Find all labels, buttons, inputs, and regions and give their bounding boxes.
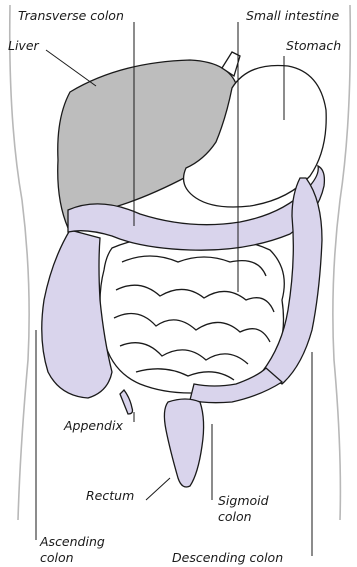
sigmoid-colon-label-line1: Sigmoid: [218, 493, 269, 508]
rectum-label: Rectum: [86, 488, 134, 503]
small-intestine: [100, 236, 284, 393]
liver-label: Liver: [8, 38, 40, 53]
descending-colon-label: Descending colon: [172, 550, 283, 565]
stomach-label: Stomach: [286, 38, 341, 53]
appendix: [120, 390, 133, 414]
rectum: [164, 399, 203, 487]
ascending-colon-label-line1: Ascending: [39, 534, 105, 549]
ascending-colon-label-line2: colon: [40, 550, 74, 565]
sigmoid-colon-label-line2: colon: [218, 509, 252, 524]
appendix-label: Appendix: [63, 418, 123, 433]
ascending-colon: [42, 230, 112, 398]
small-intestine-label: Small intestine: [246, 8, 339, 23]
transverse-colon-label: Transverse colon: [18, 8, 124, 23]
